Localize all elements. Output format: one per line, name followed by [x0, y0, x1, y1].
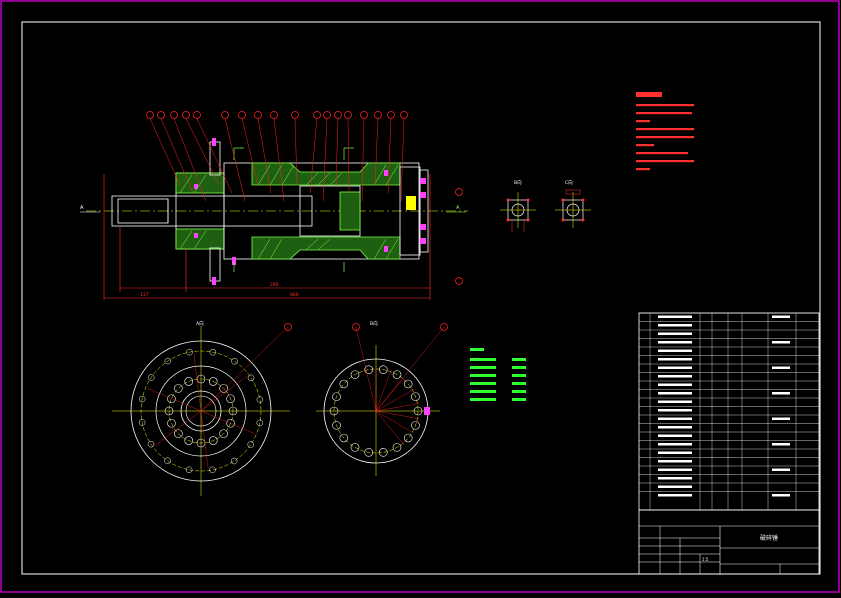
- detail-view-b: B向: [500, 179, 536, 232]
- flange-a-label: A向: [196, 320, 204, 327]
- balloon-10: [291, 111, 299, 186]
- spec-parameters: [470, 348, 526, 401]
- flange-view-a: A向: [112, 320, 290, 496]
- balloon-12: [322, 111, 331, 202]
- drawing-title: 破碎锤: [760, 534, 778, 542]
- dim-mid-length: 280: [270, 282, 279, 288]
- dim-left-offset: 137: [140, 292, 149, 298]
- balloon-9: [270, 111, 285, 202]
- dim-total-length: 860: [290, 292, 299, 298]
- detail-b-label: B向: [514, 179, 522, 186]
- section-label-right: A: [456, 205, 460, 211]
- flange-view-b: B向: [316, 320, 445, 476]
- balloon-extra-3: [284, 323, 292, 331]
- technical-notes: [636, 92, 694, 171]
- balloon-2: [157, 111, 194, 194]
- parts-list-table: [638, 312, 820, 511]
- balloon-3: [170, 111, 207, 202]
- balloon-8: [254, 111, 272, 194]
- part-balloons: [146, 111, 463, 331]
- drawing-border: [21, 21, 821, 575]
- balloon-14: [344, 111, 352, 194]
- balloon-15: [360, 111, 368, 202]
- detail-c-label: C向: [565, 179, 573, 186]
- flange-b-bolt-holes: [329, 326, 445, 457]
- main-section-view: A A: [80, 138, 468, 285]
- balloon-7: [238, 111, 259, 186]
- balloon-5: [193, 111, 233, 194]
- flange-b-label: B向: [370, 320, 378, 327]
- balloon-extra-5: [352, 323, 360, 331]
- balloon-4: [182, 111, 220, 186]
- balloon-13: [334, 111, 342, 186]
- balloon-17: [387, 111, 395, 194]
- dimension-lines: [103, 174, 431, 300]
- section-label-left: A: [80, 205, 84, 211]
- flange-a-bolt-holes: [138, 326, 289, 474]
- balloon-6: [221, 111, 246, 202]
- balloon-16: [374, 111, 382, 186]
- balloon-18: [400, 111, 408, 202]
- balloon-extra-2: [455, 277, 463, 285]
- balloon-11: [309, 111, 321, 194]
- detail-view-c: C向: [555, 179, 591, 228]
- balloon-extra-1: [455, 188, 463, 196]
- drawing-scale: 1:5: [702, 557, 709, 562]
- balloon-1: [146, 111, 181, 186]
- title-block: 破碎锤 1:5: [638, 509, 820, 575]
- balloon-extra-4: [440, 323, 448, 331]
